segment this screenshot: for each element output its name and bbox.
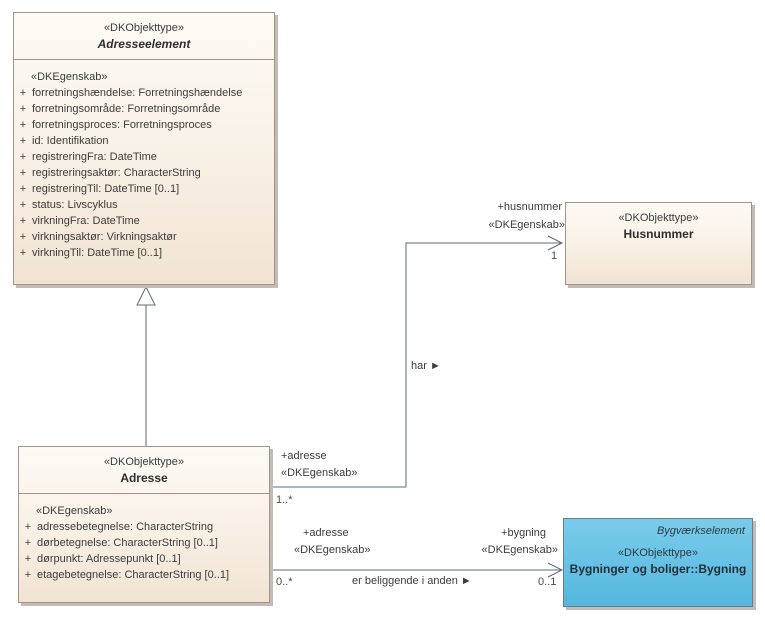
visibility-marker: + [19,215,27,227]
attribute-text: etagebetegnelse: CharacterString [0..1] [37,569,230,581]
attribute-row: + registreringFra: DateTime [14,149,274,165]
visibility-marker: + [24,569,32,581]
attribute-row: + dørpunkt: Adressepunkt [0..1] [19,551,269,567]
attribute-row: + forretningshændelse: Forretningshændels… [14,85,274,101]
attribute-row: + dørbetegnelse: CharacterString [0..1] [19,535,269,551]
generalization-connector [136,285,156,446]
attribute-row: + virkningTil: DateTime [0..1] [14,245,274,261]
class-name: Adresseelement [97,37,191,51]
compartment-divider [14,59,274,60]
attribute-row: + adressebetegnelse: CharacterString [19,519,269,535]
compartment-divider [19,493,269,494]
attributes-compartment: «DKEgenskab» + forretningshændelse: Forre… [14,60,274,261]
class-name: Adresse [120,471,168,485]
har-target-multiplicity: 1 [551,250,558,262]
attribute-row: + etagebetegnelse: CharacterString [0..1] [19,567,269,583]
har-target-role-label: +husnummer [497,201,562,213]
class-header: «DKObjekttype» Adresseelement [14,13,274,52]
beliggende-target-stereotype-label: «DKEgenskab» [481,544,558,556]
attribute-row: + status: Livscyklus [14,197,274,213]
beliggende-association-name-label: er beliggende i anden ► [352,575,472,587]
attribute-text: adressebetegnelse: CharacterString [37,521,214,533]
class-adresse[interactable]: «DKObjekttype» Adresse «DKEgenskab» + adr… [18,446,270,603]
class-husnummer[interactable]: «DKObjekttype» Husnummer [565,202,752,285]
visibility-marker: + [19,183,27,195]
element-type-label: Bygværkselement [656,525,745,537]
class-stereotype: «DKObjekttype» [617,547,699,559]
class-name: Bygninger og boliger::Bygning [569,562,747,576]
har-association-name-label: har ► [411,360,441,372]
har-source-multiplicity: 1..* [276,494,293,506]
beliggende-target-role-label: +bygning [501,527,546,539]
attributes-compartment: «DKEgenskab» + adressebetegnelse: Charact… [19,494,269,583]
attribute-text: forretningsproces: Forretningsproces [32,119,212,131]
attributes-stereotype: «DKEgenskab» [31,71,108,83]
beliggende-association-connector [270,562,564,578]
attribute-row: + virkningsaktør: Virkningsaktør [14,229,274,245]
attribute-text: dørpunkt: Adressepunkt [0..1] [37,553,181,565]
visibility-marker: + [19,151,27,163]
har-target-stereotype-label: «DKEgenskab» [488,219,565,231]
attribute-text: forretningsområde: Forretningsområde [32,103,221,115]
attribute-text: virkningFra: DateTime [32,215,140,227]
visibility-marker: + [19,199,27,211]
attribute-text: id: Identifikation [32,135,109,147]
class-stereotype: «DKObjekttype» [103,22,185,34]
visibility-marker: + [19,135,27,147]
attributes-stereotype: «DKEgenskab» [36,505,113,517]
attribute-row: + id: Identifikation [14,133,274,149]
visibility-marker: + [19,103,27,115]
beliggende-target-multiplicity: 0..1 [538,576,557,588]
visibility-marker: + [24,553,32,565]
class-header: «DKObjekttype» Adresse [19,447,269,486]
attribute-row: + forretningsproces: Forretningsproces [14,117,274,133]
visibility-marker: + [24,537,32,549]
har-source-stereotype-label: «DKEgenskab» [281,467,358,479]
beliggende-source-role-label: +adresse [303,527,349,539]
har-association-connector [270,235,564,488]
visibility-marker: + [19,119,27,131]
attribute-text: status: Livscyklus [32,199,118,211]
attribute-row: + forretningsområde: Forretningsområde [14,101,274,117]
attribute-text: dørbetegnelse: CharacterString [0..1] [37,537,218,549]
har-source-role-label: +adresse [281,450,327,462]
class-stereotype: «DKObjekttype» [103,456,185,468]
class-bygning[interactable]: Bygværkselement «DKObjekttype» Bygninger… [563,518,753,607]
attribute-text: virkningsaktør: Virkningsaktør [32,231,177,243]
class-name: Husnummer [623,227,694,241]
attribute-row: + registreringTil: DateTime [0..1] [14,181,274,197]
visibility-marker: + [19,247,27,259]
beliggende-source-multiplicity: 0..* [276,576,293,588]
attribute-text: forretningshændelse: Forretningshændelse [32,87,243,99]
attribute-text: virkningTil: DateTime [0..1] [32,247,163,259]
class-stereotype: «DKObjekttype» [618,212,699,224]
visibility-marker: + [19,87,27,99]
attribute-row: + registreringsaktør: CharacterString [14,165,274,181]
visibility-marker: + [19,167,27,179]
attribute-row: + virkningFra: DateTime [14,213,274,229]
attribute-text: registreringTil: DateTime [0..1] [32,183,180,195]
visibility-marker: + [24,521,32,533]
visibility-marker: + [19,231,27,243]
attribute-text: registreringsaktør: CharacterString [32,167,201,179]
beliggende-source-stereotype-label: «DKEgenskab» [294,544,371,556]
attribute-text: registreringFra: DateTime [32,151,157,163]
class-adresseelement[interactable]: «DKObjekttype» Adresseelement «DKEgenska… [13,12,275,285]
class-header: «DKObjekttype» Bygninger og boliger::Byg… [564,537,752,577]
class-header: «DKObjekttype» Husnummer [566,203,751,242]
